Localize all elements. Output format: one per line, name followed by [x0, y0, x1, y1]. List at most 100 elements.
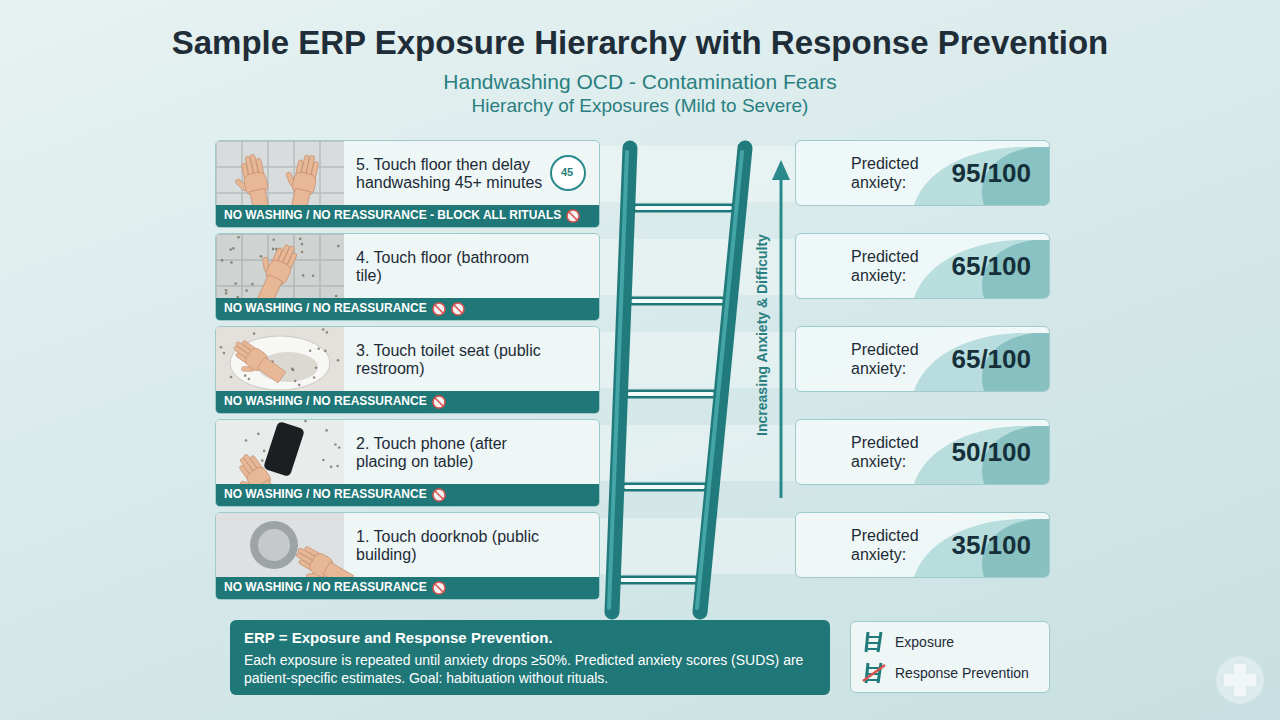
- prohibition-icon: [432, 395, 446, 409]
- subtitle: Handwashing OCD - Contamination Fears: [443, 70, 836, 94]
- anxiety-card: Predicted anxiety:95/100: [795, 140, 1050, 206]
- illustration-part: [325, 429, 328, 432]
- exposure-step: 1. Touch doorknob (public building): [356, 528, 543, 565]
- ladder-rung-light: [629, 392, 712, 396]
- illustration-part: [335, 295, 338, 298]
- anxiety-label: Predicted anxiety:: [851, 433, 943, 471]
- illustration-part: [245, 439, 248, 442]
- illustration-part: [257, 357, 286, 383]
- illustration-part: [216, 420, 344, 484]
- rule-strip: NO WASHING / NO REASSURANCE: [224, 487, 427, 503]
- illustration-part: [216, 234, 344, 298]
- ladder-rung-light: [633, 299, 721, 303]
- photo-drawing: [216, 513, 355, 577]
- timer-icon: [551, 156, 585, 190]
- illustration-part: [301, 243, 304, 246]
- photo-drawing: [216, 234, 344, 298]
- card-body: 4. Touch floor (bathroom tile): [216, 234, 599, 298]
- exposure-card: 4. Touch floor (bathroom tile)NO WASHING…: [215, 233, 600, 321]
- ladder-rung: [626, 390, 715, 399]
- illustration-part: [324, 350, 327, 353]
- illustration-part: [337, 245, 340, 248]
- hand-drawing: [277, 151, 321, 205]
- photo-drawing: [216, 141, 344, 205]
- prohibition-icon: [432, 581, 446, 595]
- ladder-rung-light: [626, 485, 703, 489]
- illustration-part: [914, 519, 1049, 577]
- card-body: 2. Touch phone (after placing on table): [216, 420, 599, 484]
- exposure-step: 5. Touch floor then delay handwashing 45…: [356, 156, 543, 193]
- illustration-part: [225, 292, 228, 295]
- illustration-part: [914, 426, 1049, 484]
- illustration-part: [216, 166, 344, 168]
- prohibition-icon: [451, 302, 465, 316]
- illustration-part: [454, 305, 462, 313]
- ladder-rung: [634, 204, 734, 213]
- illustration-part: [569, 212, 577, 220]
- illustration-part: [230, 261, 233, 264]
- illustration-part: [326, 331, 329, 334]
- anxiety-score: 65/100: [951, 251, 1035, 282]
- illustration-part: [232, 247, 235, 250]
- ladder-rung-light: [637, 206, 731, 210]
- prohibition-icon: [432, 302, 446, 316]
- illustration-part: [433, 582, 445, 594]
- prohibition-icon: [432, 488, 446, 502]
- illustration-part: [263, 421, 305, 477]
- rule-band: NO WASHING / NO REASSURANCE: [216, 391, 599, 413]
- difficulty-arrowhead: [772, 160, 790, 180]
- exposure-card: 3. Touch toilet seat (public restroom)NO…: [215, 326, 600, 414]
- difficulty-arrow: [780, 178, 783, 498]
- rule-strip: NO WASHING / NO REASSURANCE: [224, 394, 427, 410]
- illustration-part: [221, 259, 224, 262]
- illustration-part: [216, 234, 344, 235]
- exposure-illustration: [216, 234, 599, 298]
- illustration-part: [338, 446, 341, 449]
- watermark-icon: [1216, 656, 1264, 704]
- anxiety-label: Predicted anxiety:: [851, 340, 943, 378]
- exposure-illustration: [216, 141, 599, 205]
- illustration-part: [299, 238, 302, 241]
- definition-text: Each exposure is repeated until anxiety …: [244, 651, 816, 687]
- illustration-part: [867, 648, 880, 650]
- illustration-part: [248, 378, 251, 381]
- illustration-part: [216, 192, 344, 194]
- illustration-part: [216, 141, 344, 142]
- definition-box: ERP = Exposure and Response Prevention. E…: [230, 620, 830, 695]
- illustration-part: [298, 384, 301, 387]
- hand-drawing: [225, 337, 288, 391]
- exposure-card: 5. Touch floor then delay handwashing 45…: [215, 140, 600, 228]
- illustration-part: [257, 433, 260, 436]
- illustration-part: [225, 289, 228, 292]
- rule-band: NO WASHING / NO REASSURANCE: [216, 484, 599, 506]
- anxiety-score: 35/100: [951, 530, 1035, 561]
- illustration-part: [251, 283, 254, 286]
- ladder-rung: [630, 297, 724, 306]
- ladder-rail: [700, 148, 745, 612]
- illustration-part: [435, 305, 443, 313]
- illustration-part: [867, 642, 880, 644]
- rule-strip: NO WASHING / NO REASSURANCE - BLOCK ALL …: [224, 208, 561, 224]
- anxiety-label: Predicted anxiety:: [851, 247, 943, 285]
- illustration-part: [330, 466, 333, 469]
- exposure-card: 2. Touch phone (after placing on table) N…: [215, 419, 600, 507]
- illustration-part: [322, 328, 325, 331]
- definition-title: ERP = Exposure and Response Prevention.: [244, 628, 816, 648]
- ladder-rail-light: [609, 152, 627, 608]
- illustration-part: [256, 275, 282, 298]
- illustration-part: [867, 636, 880, 638]
- illustration-part: [433, 489, 445, 501]
- anxiety-score: 95/100: [951, 158, 1035, 189]
- illustration-part: [435, 584, 443, 592]
- illustration-part: [216, 141, 217, 205]
- illustration-part: [250, 188, 271, 205]
- legend-icon: [861, 661, 887, 685]
- illustration-part: [867, 679, 880, 681]
- illustration-part: [304, 420, 307, 422]
- rule-strip: NO WASHING / NO REASSURANCE: [224, 580, 427, 596]
- page-title: Sample ERP Exposure Hierarchy with Respo…: [0, 24, 1280, 62]
- illustration-part: [216, 234, 217, 298]
- illustration-part: [914, 333, 1049, 391]
- illustration-part: [452, 303, 464, 315]
- illustration-part: [220, 346, 223, 349]
